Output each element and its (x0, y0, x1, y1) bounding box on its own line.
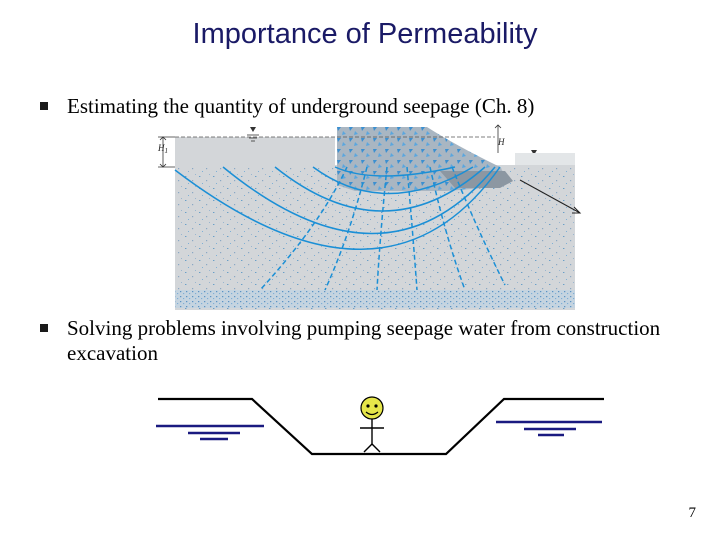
square-bullet-icon (40, 102, 48, 110)
bullet-text: Estimating the quantity of underground s… (67, 94, 535, 118)
bullet-text: Solving problems involving pumping seepa… (67, 316, 661, 365)
svg-text:H1: H1 (157, 143, 168, 155)
seepage-flow-net-figure: H1 H (157, 124, 582, 310)
slide-title: Importance of Permeability (192, 18, 538, 50)
pointer-line (519, 179, 581, 214)
stick-figure-icon (360, 396, 384, 453)
bullet-seepage: Estimating the quantity of underground s… (40, 94, 680, 124)
excavation-profile (158, 397, 604, 456)
page-number: 7 (688, 505, 697, 521)
equipotential-lines (259, 166, 506, 291)
tailwater-level-icon (531, 150, 537, 155)
water-table-left-icon (156, 424, 264, 441)
svg-text:H: H (497, 137, 505, 147)
upstream-water (175, 137, 335, 167)
bullet-excavation: Solving problems involving pumping seepa… (40, 316, 680, 372)
water-table-right-icon (496, 420, 602, 437)
square-bullet-icon (40, 324, 48, 332)
water-level-icon (250, 127, 256, 132)
excavation-sketch (156, 396, 604, 456)
